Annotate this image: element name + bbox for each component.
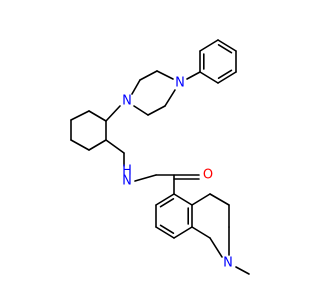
phenyl-bond — [217, 71, 237, 84]
bond-n-carbonyl — [134, 174, 157, 182]
cyclohexane-bond — [70, 110, 90, 121]
bond-n-methyl — [235, 266, 250, 275]
cyclohexane-bond — [88, 110, 107, 122]
benzo-bond — [155, 226, 175, 239]
piperazine-bond — [133, 105, 149, 116]
structure-diagram: N N H N O N — [70, 39, 250, 275]
bond-c-ch2 — [105, 139, 125, 154]
atom-ring-n-methyl: N — [221, 256, 235, 271]
cyclohexane-bond — [70, 139, 90, 151]
ring-bond — [209, 193, 230, 206]
ring-bond — [191, 193, 211, 206]
piperazine-bond — [131, 79, 141, 95]
piperazine-bond — [147, 105, 166, 116]
atom-piperazine-n-top: N — [173, 76, 187, 91]
molecule-canvas: N N H N O N — [70, 39, 250, 275]
ring-bond-to-n — [209, 237, 223, 258]
benzo-bond — [173, 226, 193, 239]
phenyl-double-bond — [217, 44, 233, 54]
phenyl-bond — [199, 39, 219, 52]
phenyl-double-bond — [217, 69, 233, 79]
atom-amide-nh: H N — [119, 164, 135, 189]
bond-n-quaternary-c — [105, 105, 121, 122]
ring-bond — [191, 226, 211, 239]
phenyl-bond — [199, 71, 219, 84]
atom-label-n: N — [122, 174, 132, 189]
phenyl-bond — [217, 39, 237, 52]
bond-phenyl-n — [186, 71, 201, 80]
atom-label-n: N — [175, 76, 185, 91]
atom-label-layer: N N H N O N — [119, 76, 235, 271]
bond-layer — [70, 39, 250, 275]
piperazine-bond — [156, 70, 174, 80]
atom-label-o: O — [203, 168, 213, 183]
benzo-double-bond — [159, 198, 175, 208]
atom-label-n: N — [122, 94, 132, 109]
cyclohexane-bond — [88, 139, 107, 151]
atom-label-h: H — [122, 164, 132, 179]
benzo-double-bond — [159, 224, 175, 234]
atom-carbonyl-o: O — [201, 168, 215, 183]
piperazine-bond — [139, 70, 158, 81]
benzo-bond — [173, 193, 193, 206]
atom-label-n: N — [223, 256, 233, 271]
piperazine-bond — [164, 89, 176, 107]
benzo-bond — [155, 193, 175, 206]
atom-piperazine-n-bottom: N — [120, 94, 134, 109]
